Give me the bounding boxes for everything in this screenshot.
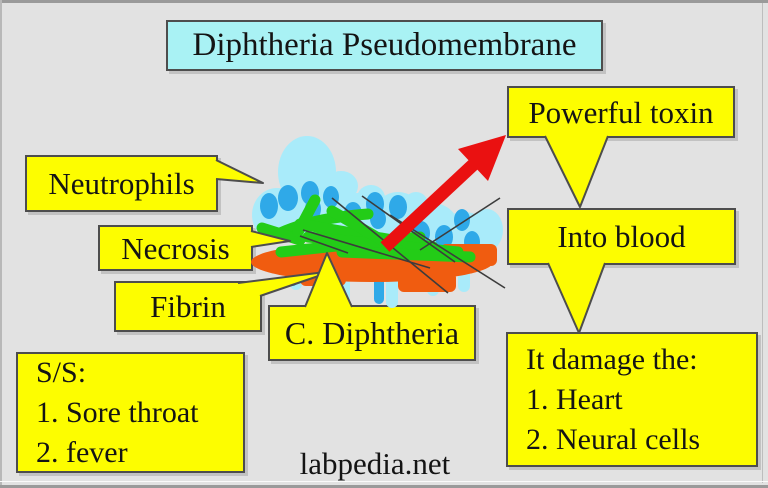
bacteria-rods-shape <box>256 194 476 263</box>
callout-fibrin-label: Fibrin <box>150 289 226 324</box>
powerful-toxin-pointer <box>544 135 609 208</box>
necrosis-band-shape <box>251 242 497 292</box>
signs-symptoms-item: 2. fever <box>36 435 128 469</box>
signs-symptoms-box: S/S: 1. Sore throat 2. fever <box>16 352 245 473</box>
frame-bottom-highlight <box>0 481 768 482</box>
callout-necrosis: Necrosis <box>98 225 253 271</box>
diagram-title-box: Diphtheria Pseudomembrane <box>166 20 603 71</box>
callout-fibrin: Fibrin <box>114 281 262 332</box>
neutrophils-pointer <box>215 159 264 184</box>
callout-neutrophils-label: Neutrophils <box>48 166 195 201</box>
frame-top-edge <box>0 0 768 3</box>
frame-bottom-edge <box>0 485 768 488</box>
toxin-arrow-icon <box>380 135 506 252</box>
callout-powerful-toxin-label: Powerful toxin <box>528 94 714 130</box>
cell-nuclei-shape <box>260 181 480 304</box>
frame-right-edge <box>762 3 763 483</box>
neutrophil-cells-shape <box>252 136 503 308</box>
c-diphtheria-pointer <box>304 252 353 308</box>
frame-left-edge <box>0 0 2 488</box>
damage-list-box: It damage the: 1. Heart 2. Neural cells <box>506 332 758 467</box>
callout-necrosis-label: Necrosis <box>121 230 230 266</box>
damage-list-heading: It damage the: <box>526 342 698 376</box>
callout-neutrophils: Neutrophils <box>25 155 218 212</box>
signs-symptoms-heading: S/S: <box>36 355 87 389</box>
callout-c-diphtheria-label: C. Diphtheria <box>284 315 460 351</box>
callout-c-diphtheria: C. Diphtheria <box>268 305 476 361</box>
damage-list-item: 2. Neural cells <box>526 422 701 456</box>
watermark-text: labpedia.net <box>299 446 451 481</box>
damage-list-item: 1. Heart <box>526 382 623 416</box>
callout-powerful-toxin: Powerful toxin <box>507 86 735 138</box>
diagram-title: Diphtheria Pseudomembrane <box>192 27 577 63</box>
callout-into-blood-label: Into blood <box>557 219 686 254</box>
necrosis-pointer <box>250 230 291 248</box>
callout-into-blood: Into blood <box>507 208 736 265</box>
fibrin-strands-shape <box>299 195 506 294</box>
into-blood-pointer <box>547 262 606 334</box>
signs-symptoms-item: 1. Sore throat <box>36 395 199 429</box>
